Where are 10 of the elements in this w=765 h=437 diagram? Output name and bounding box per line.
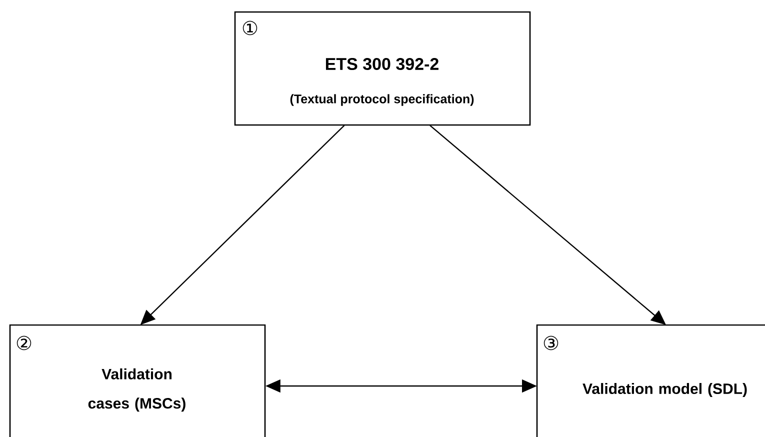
box-text: ETS 300 392-2 xyxy=(326,58,438,70)
text-box xyxy=(234,11,531,126)
box-text: (Textual protocol specification) xyxy=(290,94,474,106)
circled-number: ① xyxy=(242,20,258,36)
box-text: Validation cases (MSCs) xyxy=(88,368,186,412)
text-box xyxy=(536,324,765,437)
text-box xyxy=(9,324,266,437)
box-text: Validation model (SDL) xyxy=(582,383,747,397)
circled-number: ② xyxy=(16,336,32,350)
circled-number: ③ xyxy=(544,336,558,350)
